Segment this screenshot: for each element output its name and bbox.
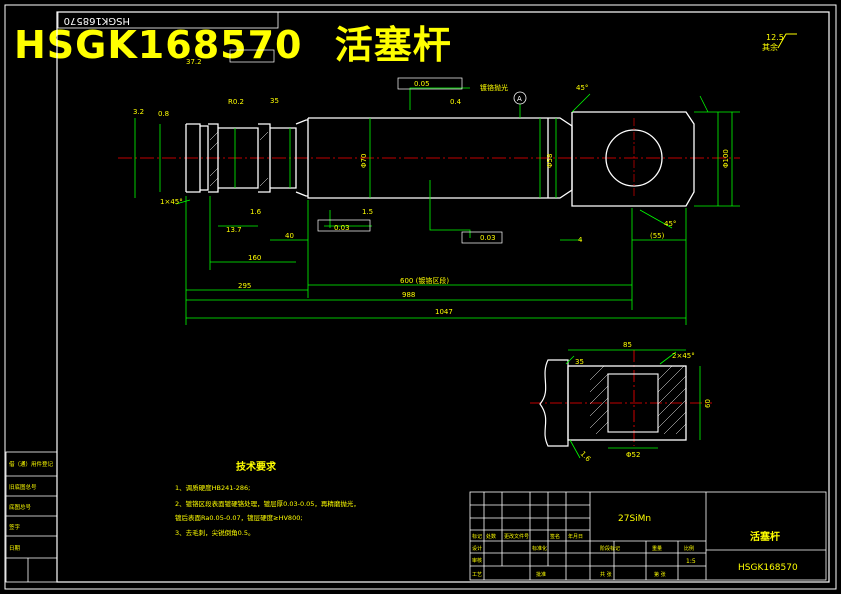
dim-total-length: 1047 xyxy=(435,308,453,316)
tb-row-4: 签名 xyxy=(550,533,560,540)
surface-note: 镀铬抛光 xyxy=(480,83,508,92)
dim-37-2: 37.2 xyxy=(186,58,202,66)
dim-988: 988 xyxy=(402,291,415,299)
dim-0-8: 0.8 xyxy=(158,110,169,118)
inner-frame xyxy=(56,11,830,583)
title-part-name: 活塞杆 xyxy=(750,530,780,543)
dim-295: 295 xyxy=(238,282,251,290)
dim-45-top: 45° xyxy=(576,84,588,92)
left-block-texts: 借（通）用件登记 旧底图总号 底图总号 签字 日期 xyxy=(9,460,54,552)
dim-chamfer-right: 45° xyxy=(664,220,676,228)
tb-row-5: 年月日 xyxy=(568,533,583,540)
detail-angle: 35 xyxy=(575,358,584,366)
tech-req-title: 技术要求 xyxy=(236,460,277,473)
left-side-block xyxy=(5,451,58,583)
code-box xyxy=(57,11,279,29)
tb-label-std: 标准化 xyxy=(532,545,547,552)
datum-label: A xyxy=(517,95,522,103)
dim-55: (55) xyxy=(650,232,665,240)
tb-label-weight: 重量 xyxy=(652,545,662,552)
tolerance-frame-4 xyxy=(229,49,275,63)
tol-1: 0.05 xyxy=(414,80,430,88)
title-material: 27SiMn xyxy=(618,514,651,524)
dim-13: 13.7 xyxy=(226,226,242,234)
roughness-value: 12.5 xyxy=(766,33,784,42)
left-row-4: 签字 xyxy=(9,523,21,531)
title-block-labels: 标记 处数 更改文件号 签名 年月日 设计 标准化 阶段标记 重量 比例 审核 … xyxy=(472,533,694,578)
left-row-5: 日期 xyxy=(9,545,21,552)
tb-row-1: 标记 xyxy=(472,533,482,540)
left-row-3: 底图总号 xyxy=(9,503,32,511)
left-row-1: 借（通）用件登记 xyxy=(9,460,54,468)
detail-roughness: 1.6 xyxy=(579,450,593,464)
tolerance-frame-1 xyxy=(397,77,463,90)
left-row-2: 旧底图总号 xyxy=(9,483,37,491)
dim-3-2: 3.2 xyxy=(133,108,144,116)
dim-dia-eye: Φ100 xyxy=(722,149,730,168)
detail-view: 85 2×45° Φ52 60 35 1.6 xyxy=(530,341,712,464)
dimension-texts: 1047 988 600 (镀铬区段) 295 160 40 13.7 (55)… xyxy=(133,58,730,316)
datum-circle-icon xyxy=(513,91,527,105)
hatch-left xyxy=(209,131,269,187)
title-block xyxy=(469,491,827,581)
detail-width: 85 xyxy=(623,341,632,349)
tb-label-total: 共 张 xyxy=(600,571,612,578)
dim-40: 40 xyxy=(285,232,294,240)
banner-code: HSGK168570 xyxy=(14,23,303,67)
dimension-lines xyxy=(134,87,740,325)
rod-outline xyxy=(185,111,695,207)
title-drawing-no: HSGK168570 xyxy=(738,563,798,573)
tech-req-line-1: 1、调质硬度HB241-286; xyxy=(175,483,250,492)
tolerance-frame-3 xyxy=(461,231,503,244)
drawing-banner: HSGK168570 活塞杆 xyxy=(14,14,452,69)
mirrored-code: HSGK168570 xyxy=(64,15,130,26)
roughness-label: 其余 xyxy=(762,42,778,52)
tb-label-approve: 批准 xyxy=(536,571,546,578)
detail-height: 60 xyxy=(704,399,712,408)
tb-row-2: 处数 xyxy=(486,533,496,540)
dim-dia-mid: Φ58 xyxy=(546,154,554,168)
dim-dia-rod: Φ70 xyxy=(360,154,368,168)
dim-thread-section: 600 (镀铬区段) xyxy=(400,276,449,285)
dim-1-6: 1.6 xyxy=(250,208,262,216)
banner-name: 活塞杆 xyxy=(334,23,452,67)
tb-row-3: 更改文件号 xyxy=(504,533,529,540)
tech-req-line-4: 3、去毛刺，尖锐倒角0.5。 xyxy=(175,528,254,537)
tol-2: 0.03 xyxy=(334,224,350,232)
tb-label-design: 设计 xyxy=(472,545,482,552)
detail-dia-bore: Φ52 xyxy=(626,451,640,459)
tb-label-stage: 阶段标记 xyxy=(600,545,620,552)
detail-chamfer: 2×45° xyxy=(672,352,695,360)
tb-label-scale: 比例 xyxy=(684,545,694,552)
dim-1-5: 1.5 xyxy=(362,208,373,216)
dim-radius: R0.2 xyxy=(228,98,244,106)
tb-label-review: 审核 xyxy=(472,557,482,564)
tb-label-sheet: 第 张 xyxy=(654,571,666,578)
tb-label-process: 工艺 xyxy=(472,572,482,578)
tech-req-line-2: 2、镀铬区段表面镀硬铬处理，镀层厚0.03-0.05，再精磨抛光， xyxy=(175,499,360,508)
tech-req-line-3: 镀后表面Ra0.05-0.07，镀层硬度≥HV800; xyxy=(175,513,303,522)
dim-0-4: 0.4 xyxy=(450,98,462,106)
tol-3: 0.03 xyxy=(480,234,496,242)
tolerance-frame-2 xyxy=(317,219,371,232)
dim-chamfer-left: 1×45° xyxy=(160,198,183,206)
dim-4: 4 xyxy=(578,236,583,244)
dim-160: 160 xyxy=(248,254,261,262)
outer-frame xyxy=(4,4,837,590)
roughness-symbol-icon xyxy=(777,33,797,49)
title-scale: 1:5 xyxy=(686,558,696,565)
dim-35: 35 xyxy=(270,97,279,105)
